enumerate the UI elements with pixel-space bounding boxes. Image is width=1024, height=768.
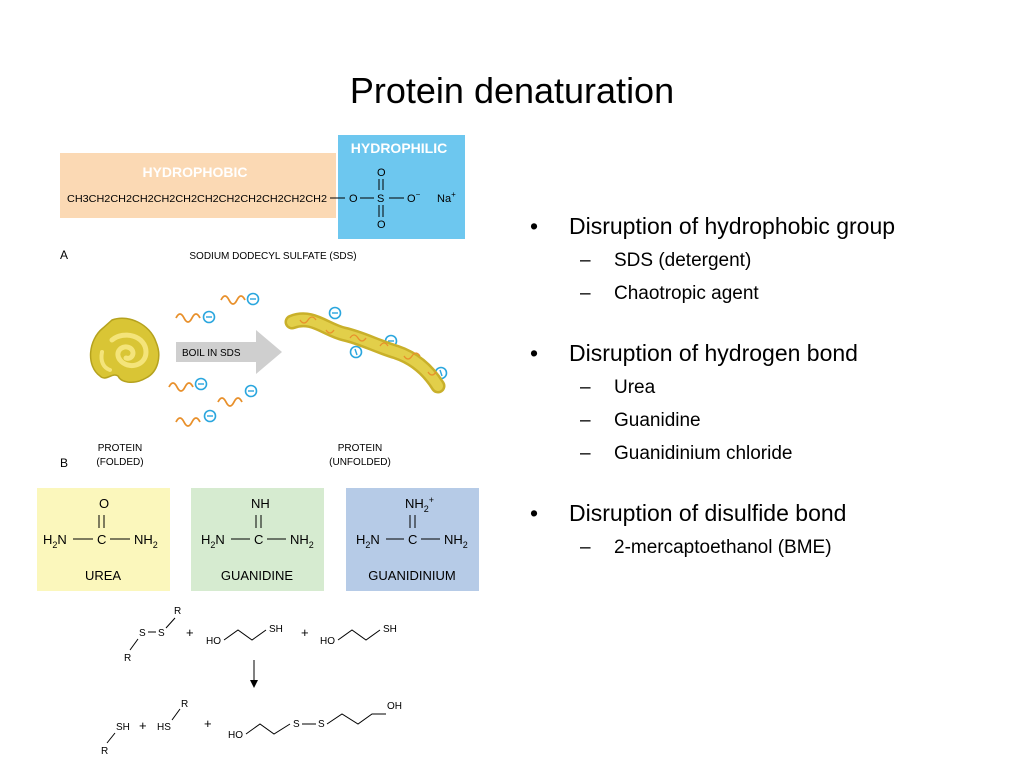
panel-a-label: A (60, 248, 68, 262)
denaturation-figure: HYDROPHOBIC HYDROPHILIC CH3CH2CH2CH2CH2C… (37, 135, 479, 757)
sulfate-oxygen-bottom: O (377, 219, 386, 231)
guanidinium-right-group: NH2 (444, 532, 468, 550)
sub-bullet: –Guanidine (580, 410, 701, 431)
svg-text:S: S (318, 719, 325, 730)
svg-text:S: S (293, 719, 300, 730)
charge-signs (198, 298, 443, 417)
svg-text:R: R (174, 606, 181, 617)
sds-caption: SODIUM DODECYL SULFATE (SDS) (189, 251, 356, 262)
guanidinium-left-group: H2N (356, 532, 380, 550)
hydrophobic-region (60, 153, 336, 218)
folded-protein-image (89, 317, 160, 383)
sds-molecules (168, 295, 246, 427)
agent-guanidinium: NH2+ H2N C NH2 GUANIDINIUM (346, 488, 479, 591)
sulfate-oxygen-anion: O− (407, 190, 421, 205)
unfolded-caption-2: (UNFOLDED) (329, 457, 391, 468)
svg-text:R: R (181, 699, 188, 710)
urea-top-group: O (99, 496, 109, 511)
svg-text:HS: HS (157, 722, 171, 733)
bullet-hydrogen-bond: Disruption of hydrogen bond (530, 339, 1000, 367)
urea-center-atom: C (97, 532, 106, 547)
guanidinium-center-atom: C (408, 532, 417, 547)
sulfur-atom: S (377, 193, 384, 205)
urea-name: UREA (85, 568, 121, 583)
svg-text:R: R (101, 746, 108, 757)
guanidine-name: GUANIDINE (221, 568, 294, 583)
svg-text:SH: SH (383, 624, 397, 635)
bullet-disulfide: Disruption of disulfide bond (530, 499, 1000, 527)
hydrophilic-label: HYDROPHILIC (351, 140, 447, 156)
folded-caption-2: (FOLDED) (96, 457, 143, 468)
unfolded-protein-image (284, 312, 446, 394)
svg-text:HO: HO (320, 636, 335, 647)
guanidine-top-group: NH (251, 496, 270, 511)
folded-caption-1: PROTEIN (98, 443, 142, 454)
svg-text:HO: HO (206, 636, 221, 647)
agent-guanidine: NH H2N C NH2 GUANIDINE (191, 488, 324, 591)
sodium-counterion: Na+ (437, 190, 456, 205)
bullet-hydrophobic: Disruption of hydrophobic group (530, 212, 1000, 240)
boil-panel: BOIL IN SDS PROTEIN (FOLDED) PROTEIN (UN… (60, 292, 448, 470)
svg-text:+: + (139, 718, 147, 733)
guanidinium-box (346, 488, 479, 591)
urea-right-group: NH2 (134, 532, 158, 550)
sub-bullet: –SDS (detergent) (580, 250, 752, 271)
svg-text:OH: OH (387, 701, 402, 712)
svg-text:HO: HO (228, 730, 243, 741)
disulfide-reaction: R S S R + HO SH + HO SH SH R + HS R + HO… (101, 606, 402, 757)
ester-oxygen: O (349, 193, 358, 205)
svg-text:+: + (186, 625, 194, 640)
boil-label: BOIL IN SDS (182, 348, 241, 359)
urea-box (37, 488, 170, 591)
svg-text:S: S (158, 628, 165, 639)
panel-b-label: B (60, 456, 68, 470)
urea-left-group: H2N (43, 532, 67, 550)
guanidine-right-group: NH2 (290, 532, 314, 550)
boil-arrow (176, 330, 282, 374)
guanidine-center-atom: C (254, 532, 263, 547)
sds-chain-formula: CH3CH2CH2CH2CH2CH2CH2CH2CH2CH2CH2CH2 (67, 193, 327, 205)
sulfate-oxygen-top: O (377, 167, 386, 179)
svg-text:+: + (204, 716, 212, 731)
sds-panel: HYDROPHOBIC HYDROPHILIC CH3CH2CH2CH2CH2C… (60, 135, 465, 262)
svg-text:SH: SH (269, 624, 283, 635)
agent-urea: O H2N C NH2 UREA (37, 488, 170, 591)
unfolded-caption-1: PROTEIN (338, 443, 382, 454)
svg-text:+: + (301, 625, 309, 640)
bullet-list: Disruption of hydrophobic group –SDS (de… (530, 212, 1000, 560)
svg-text:R: R (124, 653, 131, 664)
guanidinium-name: GUANIDINIUM (368, 568, 455, 583)
slide-title: Protein denaturation (349, 70, 675, 111)
sub-bullet: –Urea (580, 377, 656, 398)
hydrophobic-label: HYDROPHOBIC (142, 164, 247, 180)
guanidine-box (191, 488, 324, 591)
hydrophilic-region (338, 135, 465, 239)
sub-bullet: –Chaotropic agent (580, 283, 759, 304)
sub-bullet: –Guanidinium chloride (580, 443, 793, 464)
svg-text:S: S (139, 628, 146, 639)
sub-bullet: –2-mercaptoethanol (BME) (580, 537, 832, 558)
svg-text:SH: SH (116, 722, 130, 733)
guanidine-left-group: H2N (201, 532, 225, 550)
